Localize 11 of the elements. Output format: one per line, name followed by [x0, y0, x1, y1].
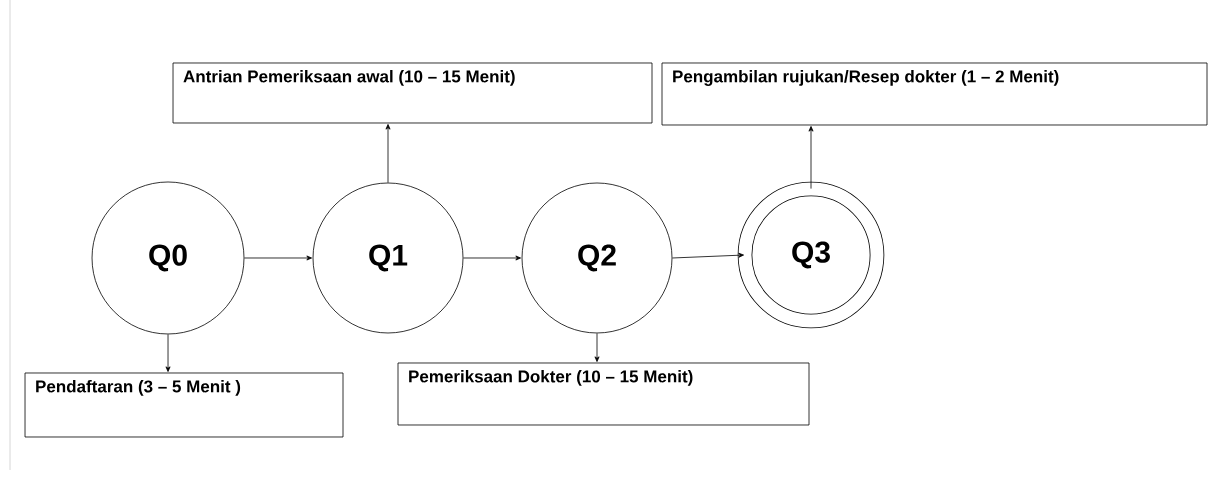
process-box: Pendaftaran (3 – 5 Menit ) — [24, 372, 344, 438]
arrow — [385, 124, 391, 183]
process-box: Pemeriksaan Dokter (10 – 15 Menit) — [397, 362, 810, 426]
process-box: Pengambilan rujukan/Resep dokter (1 – 2 Menit) — [661, 62, 1208, 126]
arrow — [594, 333, 600, 362]
process-box: Antrian Pemeriksaan awal (10 – 15 Menit) — [172, 62, 653, 124]
arrow — [244, 255, 312, 261]
arrow — [165, 334, 171, 372]
arrow — [672, 252, 744, 259]
arrow — [463, 255, 521, 261]
arrow — [808, 126, 814, 189]
